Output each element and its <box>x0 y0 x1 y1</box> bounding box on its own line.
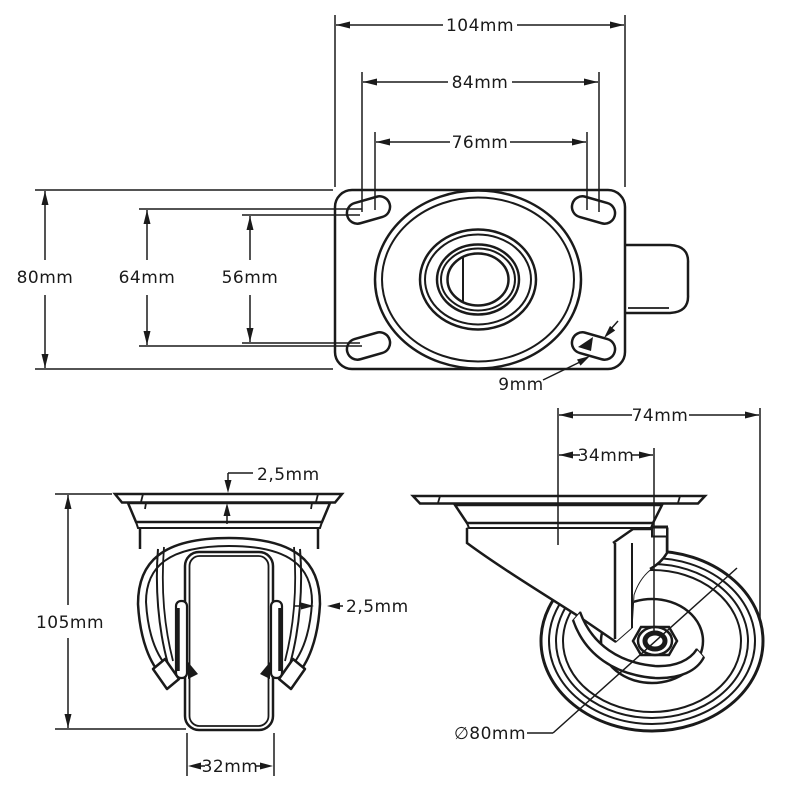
swivel-bearing-rings <box>373 189 583 370</box>
dim-56mm-label: 56mm <box>222 268 279 288</box>
fork-bows <box>136 536 322 691</box>
dim-2-5mm-plate-label: 2,5mm <box>257 465 320 485</box>
fork-flange <box>289 548 303 665</box>
slot-shading <box>578 337 593 351</box>
dim-64mm-label: 64mm <box>119 268 176 288</box>
dim-105mm-label: 105mm <box>36 613 104 633</box>
dim-32mm: 32mm <box>186 733 275 777</box>
shading <box>188 662 198 679</box>
front-view: 2,5mm 2,5mm 105mm 32mm <box>36 465 409 777</box>
dim-76mm-label: 76mm <box>452 133 509 153</box>
dim-80mm-label: 80mm <box>17 268 74 288</box>
dim-104mm: 104mm <box>334 15 626 187</box>
front-plate <box>112 492 345 504</box>
dim-84mm-label: 84mm <box>452 73 509 93</box>
dim-2-5mm-fork-label: 2,5mm <box>346 597 409 617</box>
front-housing <box>126 501 332 549</box>
wheel-front <box>183 550 275 732</box>
diameter-leader-line <box>552 567 738 734</box>
top-view: 104mm 84mm 76mm <box>17 15 690 395</box>
dim-34mm-label: 34mm <box>578 446 635 466</box>
dim-80mm-diameter-label: ∅80mm <box>454 724 526 744</box>
side-fork-leg <box>465 525 706 680</box>
wheel-hub-circle <box>599 597 705 685</box>
fork-flange <box>155 548 169 665</box>
dim-9mm-leader: 9mm <box>498 320 619 395</box>
wheel-side <box>539 549 765 733</box>
shading <box>260 662 270 679</box>
dim-84mm: 84mm <box>361 72 600 212</box>
dim-9mm-label: 9mm <box>498 375 543 395</box>
fork-flange <box>161 546 174 662</box>
dim-80mm: 80mm <box>17 189 333 370</box>
bolt-slots <box>345 195 617 361</box>
dim-74mm-label: 74mm <box>632 406 689 426</box>
side-plate <box>410 494 708 505</box>
dim-plate-thickness: 2,5mm <box>223 465 320 524</box>
wheel-top-protrusion <box>626 243 690 315</box>
dim-105mm: 105mm <box>36 493 186 730</box>
dim-fork-thickness: 2,5mm <box>294 597 409 617</box>
fork-flange <box>284 546 297 662</box>
axle-spacers <box>174 599 284 680</box>
dim-wheel-diameter: ∅80mm <box>454 567 738 744</box>
bolt-slot <box>570 331 617 361</box>
dim-32mm-label: 32mm <box>202 757 259 777</box>
dim-104mm-label: 104mm <box>446 16 514 36</box>
bolt-slot <box>345 195 392 225</box>
bolt-slot <box>570 195 617 225</box>
fork-foot <box>151 657 181 691</box>
dim-34mm: 34mm <box>559 446 653 466</box>
fork-foot <box>277 657 307 691</box>
dim-74mm: 74mm <box>559 406 759 426</box>
dim-76mm: 76mm <box>374 132 588 210</box>
dim-56mm: 56mm <box>222 214 360 344</box>
side-view: 74mm 34mm ∅80mm <box>410 406 765 744</box>
dim-64mm: 64mm <box>119 208 362 347</box>
bolt-slot <box>345 331 392 361</box>
